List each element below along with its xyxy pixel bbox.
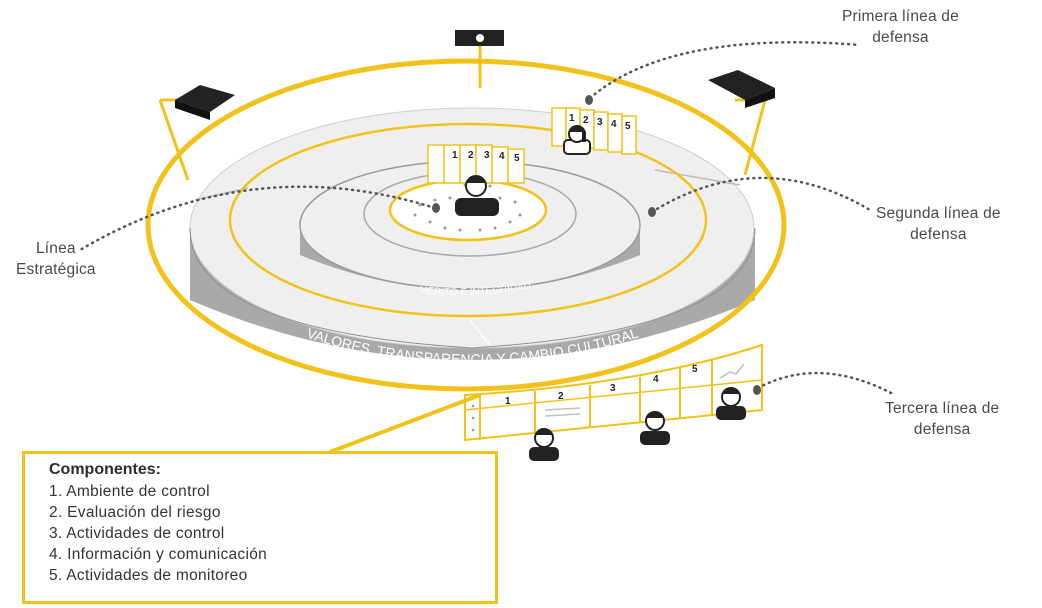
legend-title: Componentes:: [49, 461, 161, 478]
bottom-col-5: 5: [692, 364, 698, 375]
label-tercera-line2: defensa: [913, 421, 971, 438]
label-segunda-line1: Segunda línea de: [876, 205, 1001, 222]
label-estrategica-line1: Línea: [35, 240, 76, 257]
center-col-4: 4: [499, 151, 505, 162]
top-col-5: 5: [625, 121, 631, 132]
legend-item-4: 4. Información y comunicación: [49, 546, 268, 563]
bottom-col-4: 4: [653, 374, 659, 385]
bottom-component-wall: 1 2 3 4 5: [464, 343, 763, 442]
bottom-col-3: 3: [610, 383, 616, 394]
middle-yellow-ring: [228, 122, 708, 318]
components-legend: Componentes: 1. Ambiente de control 2. E…: [22, 451, 498, 604]
label-linea-estrategica: Línea Estratégica: [16, 238, 96, 280]
center-col-2: 2: [468, 150, 474, 161]
legend-item-1: 1. Ambiente de control: [49, 483, 210, 500]
center-col-5: 5: [514, 153, 520, 164]
top-col-2: 2: [583, 115, 589, 126]
camera-top-icon: [455, 30, 504, 88]
label-segunda-line2: defensa: [910, 226, 967, 243]
legend-connector: [329, 393, 481, 454]
outer-yellow-ring: [145, 58, 787, 392]
label-primera-line1: Primera línea de: [842, 8, 959, 25]
person-icon-1: [529, 428, 559, 461]
label-tercera-line1: Tercera línea de: [885, 400, 1000, 417]
label-primera-linea: Primera línea de defensa: [842, 6, 959, 48]
camera-left-icon: [158, 85, 235, 181]
center-col-1: 1: [452, 150, 458, 161]
person-icon-2: [640, 411, 670, 445]
bottom-col-1: 1: [505, 396, 511, 407]
bottom-col-2: 2: [558, 391, 564, 402]
label-estrategica-line2: Estratégica: [16, 261, 96, 278]
legend-item-2: 2. Evaluación del riesgo: [49, 504, 221, 521]
label-segunda-linea: Segunda línea de defensa: [876, 203, 1001, 245]
legend-item-3: 3. Actividades de control: [49, 525, 225, 542]
legend-item-5: 5. Actividades de monitoreo: [49, 567, 248, 584]
top-col-1: 1: [569, 113, 575, 124]
top-col-4: 4: [611, 119, 617, 130]
callout-lines: [78, 41, 897, 397]
top-col-3: 3: [597, 117, 603, 128]
center-col-3: 3: [484, 150, 490, 161]
callout-markers: [432, 95, 761, 395]
person-icon-3: [716, 387, 746, 420]
label-primera-line2: defensa: [872, 29, 929, 46]
label-tercera-linea: Tercera línea de defensa: [885, 398, 999, 440]
center-person-icon: [455, 175, 499, 216]
top-person-icon: [563, 125, 591, 155]
